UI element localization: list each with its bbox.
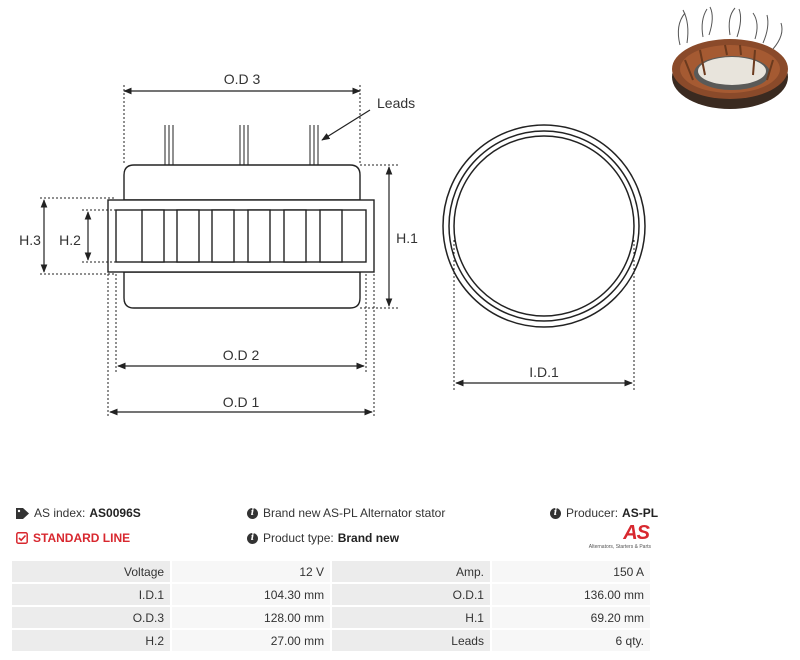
label-od1: O.D 1 [223,394,260,410]
spec-label: Leads [332,630,490,651]
upper-winding [123,164,361,201]
as-index-row: AS index: AS0096S [16,506,141,520]
label-h2: H.2 [59,232,81,248]
product-type-row: i Product type: Brand new [247,531,399,545]
lower-winding [123,271,361,309]
producer-row: i Producer: AS-PL [550,506,658,520]
label-leads: Leads [377,95,415,111]
spec-value: 69.20 mm [491,607,650,628]
logo-mark: AS [623,522,650,544]
spec-label: H.1 [332,607,490,628]
stator-photo-icon [672,6,788,109]
spec-value: 104.30 mm [172,584,331,605]
stator-side-view [107,125,375,309]
dimension-lines [40,87,633,416]
table-row: O.D.3 128.00 mm H.1 69.20 mm [12,607,650,628]
standard-line-label: STANDARD LINE [33,531,131,545]
core-slots [141,209,343,263]
product-type-value: Brand new [337,531,400,545]
spec-label: Amp. [332,561,490,582]
spec-label: H.2 [12,630,171,651]
as-pl-logo: AS Alternators, Starters & Parts [585,522,651,552]
spec-value: 136.00 mm [491,584,650,605]
specs-table: Voltage 12 V Amp. 150 A I.D.1 104.30 mm … [10,559,652,653]
check-square-icon [16,532,28,544]
spec-label: Voltage [12,561,171,582]
leads-pointer [321,109,371,141]
table-row: H.2 27.00 mm Leads 6 qty. [12,630,650,651]
description-row: i Brand new AS-PL Alternator stator [247,506,445,520]
product-description: Brand new AS-PL Alternator stator [263,506,446,520]
spec-label: I.D.1 [12,584,171,605]
spec-label: O.D.3 [12,607,171,628]
label-od3: O.D 3 [224,71,261,87]
logo-tagline: Alternators, Starters & Parts [588,544,651,550]
label-h1: H.1 [396,230,418,246]
label-od2: O.D 2 [223,347,260,363]
spec-value: 128.00 mm [172,607,331,628]
as-index-value: AS0096S [89,506,141,520]
producer-value: AS-PL [622,506,659,520]
label-h3: H.3 [19,232,41,248]
table-row: Voltage 12 V Amp. 150 A [12,561,650,582]
stator-top-view [442,124,646,328]
info-icon: i [550,507,561,519]
spec-value: 150 A [491,561,650,582]
tag-icon [16,507,29,519]
stator-diagram: O.D 3 Leads H.3 H.2 H.1 O.D 2 O.D 1 I.D.… [19,71,646,418]
as-index-label: AS index: [34,506,86,520]
info-icon: i [247,532,258,544]
spec-label: O.D.1 [332,584,490,605]
label-id1: I.D.1 [529,364,559,380]
extension-lines [40,85,635,418]
spec-value: 6 qty. [491,630,650,651]
producer-label: Producer: [566,506,619,520]
spec-value: 27.00 mm [172,630,331,651]
lead-wires [164,125,319,165]
spec-value: 12 V [172,561,331,582]
standard-line-row: STANDARD LINE [16,531,130,545]
table-row: I.D.1 104.30 mm O.D.1 136.00 mm [12,584,650,605]
info-icon: i [247,507,258,519]
product-type-label: Product type: [263,531,334,545]
